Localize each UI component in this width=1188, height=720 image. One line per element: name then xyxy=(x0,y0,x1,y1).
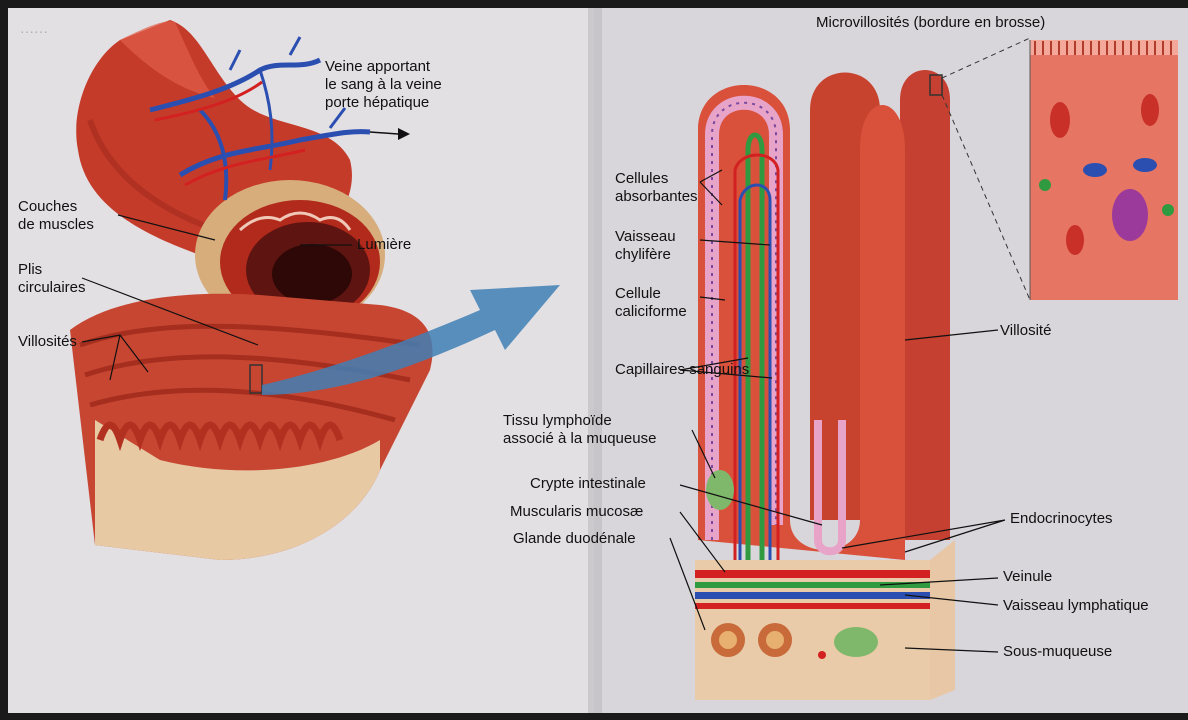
label-capillaires: Capillaires sanguins xyxy=(615,361,749,379)
lymphoid-nodule xyxy=(706,470,734,510)
label-crypte-intestinale: Crypte intestinale xyxy=(530,475,646,493)
label-cellule-caliciforme: Cellule caliciforme xyxy=(615,285,687,321)
label-microvillosites: Microvillosités (bordure en brosse) xyxy=(816,14,1045,32)
label-endocrinocytes: Endocrinocytes xyxy=(1010,510,1113,528)
label-plis-circulaires: Plis circulaires xyxy=(18,261,86,297)
cell-inset xyxy=(1030,40,1178,300)
label-muscularis-mucosae: Muscularis mucosæ xyxy=(510,503,643,521)
label-veinule: Veinule xyxy=(1003,568,1052,586)
label-tissu-lymphoide: Tissu lymphoïde associé à la muqueuse xyxy=(503,412,656,448)
label-villosites: Villosités xyxy=(18,333,77,351)
label-glande-duodenale: Glande duodénale xyxy=(513,530,636,548)
label-sous-muqueuse: Sous-muqueuse xyxy=(1003,643,1112,661)
label-couches-muscles: Couches de muscles xyxy=(18,198,94,234)
page-gutter xyxy=(588,8,602,713)
label-veine: Veine apportant le sang à la veine porte… xyxy=(325,58,442,112)
label-villosite: Villosité xyxy=(1000,322,1051,340)
label-vaisseau-lymphatique: Vaisseau lymphatique xyxy=(1003,597,1149,615)
label-lumiere: Lumière xyxy=(357,236,411,254)
background-text: …… xyxy=(20,18,48,42)
label-cellules-absorbantes: Cellules absorbantes xyxy=(615,170,698,206)
label-vaisseau-chylifere: Vaisseau chylifère xyxy=(615,228,676,264)
